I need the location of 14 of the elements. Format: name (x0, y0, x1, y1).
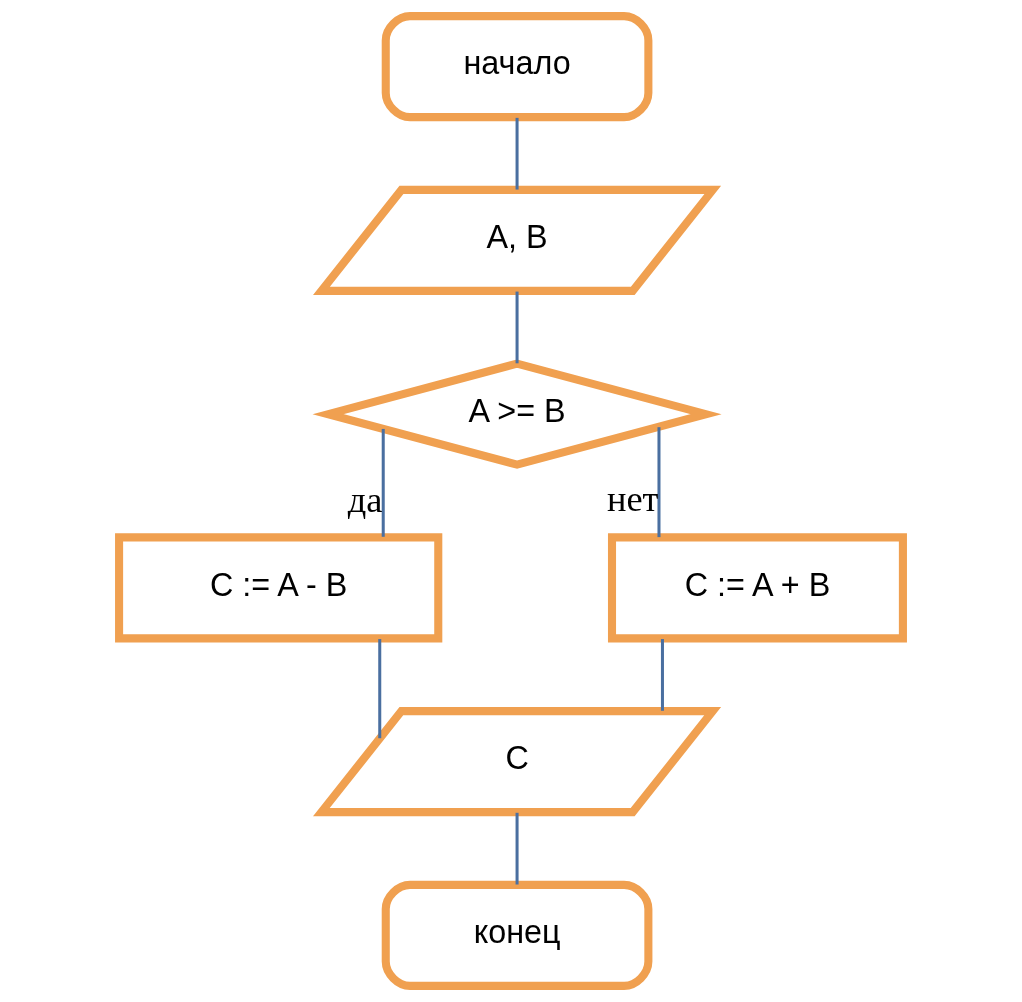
node-diamond: A >= B (312, 359, 722, 469)
node-box: C := A - B (115, 533, 443, 643)
connector (657, 427, 661, 538)
edge-label: нет (606, 479, 659, 520)
connector (515, 117, 519, 190)
connector (381, 428, 385, 537)
node-box: конец (381, 880, 653, 990)
edge-label: да (347, 479, 383, 520)
connector (660, 639, 664, 711)
connector (515, 291, 519, 364)
node-box: начало (381, 12, 653, 122)
connector (378, 639, 382, 739)
node-box: C := A + B (607, 533, 907, 643)
connector (515, 812, 519, 885)
